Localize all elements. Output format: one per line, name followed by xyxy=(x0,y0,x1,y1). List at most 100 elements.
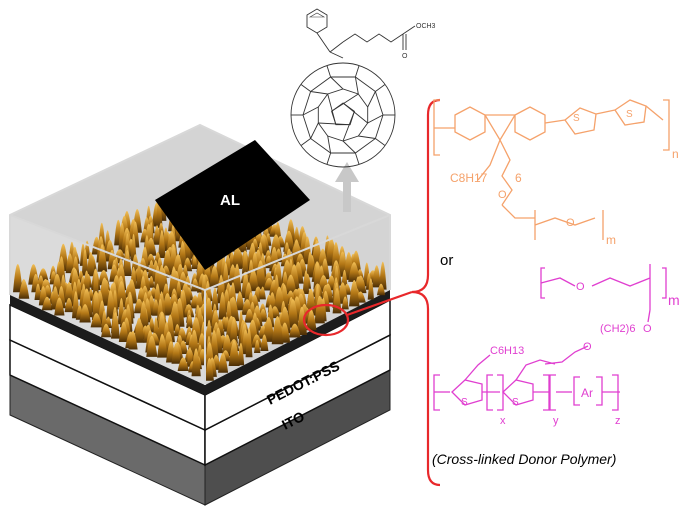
surface-spike xyxy=(145,253,156,266)
surface-spike xyxy=(158,230,166,258)
surface-spike xyxy=(13,263,23,293)
curly-bracket xyxy=(411,98,441,487)
surface-spike xyxy=(354,275,367,294)
surface-spike xyxy=(64,297,74,313)
surface-spike xyxy=(136,261,143,289)
surface-spike xyxy=(91,292,101,320)
surface-spike xyxy=(254,339,261,353)
surface-spike xyxy=(148,276,155,288)
svg-text:O: O xyxy=(498,189,507,201)
svg-text:S: S xyxy=(573,113,580,124)
callout-line xyxy=(346,290,413,317)
surface-spike xyxy=(259,286,266,300)
magenta-alkyl: C6H13 xyxy=(490,345,524,357)
magenta-x: x xyxy=(500,415,506,427)
surface-spike xyxy=(288,323,301,338)
surface-spike xyxy=(209,265,220,288)
magenta-o-2: O xyxy=(643,323,652,335)
surface-spike xyxy=(155,198,163,228)
surface-spike xyxy=(285,274,297,295)
surface-spike xyxy=(134,317,145,343)
surface-spike xyxy=(153,225,161,245)
surface-spike xyxy=(79,304,91,323)
surface-spike xyxy=(92,270,99,298)
magenta-m-label: m xyxy=(668,292,680,308)
fluorene-ring-right xyxy=(514,106,546,141)
fullerene-bond xyxy=(310,122,319,139)
surface-spike xyxy=(157,334,168,358)
fullerene-bond xyxy=(326,152,332,165)
fullerene-bond xyxy=(300,138,311,146)
fullerene-bond xyxy=(375,138,386,146)
fullerene-bond xyxy=(358,135,376,139)
surface-spike xyxy=(128,330,138,350)
surface-spike xyxy=(313,263,322,290)
surface-spike xyxy=(271,316,284,345)
svg-text:O: O xyxy=(566,217,575,229)
surface-spike xyxy=(287,298,299,328)
fullerene-bond xyxy=(331,93,359,112)
orange-polymer xyxy=(433,99,670,240)
magenta-spacer: (CH2)6 xyxy=(600,323,635,335)
fullerene-bond xyxy=(342,102,368,124)
surface-spike xyxy=(90,313,103,328)
surface-spike xyxy=(205,357,214,381)
fullerene-bond xyxy=(354,152,360,165)
surface-spike xyxy=(106,290,116,319)
fullerene-cage xyxy=(290,62,396,168)
up-arrow xyxy=(335,162,359,212)
surface-spike xyxy=(235,292,245,311)
surface-spike xyxy=(175,280,182,300)
surface-spike xyxy=(146,335,158,357)
thiophene-1 xyxy=(564,107,597,135)
fullerene-bond xyxy=(327,135,332,154)
surface-spike xyxy=(34,283,42,300)
magenta-z: z xyxy=(615,415,621,427)
al-label: AL xyxy=(220,192,240,209)
fullerene-bond xyxy=(327,93,337,125)
surface-spike xyxy=(205,319,213,349)
svg-text:O: O xyxy=(402,53,408,60)
or-separator: or xyxy=(440,252,453,269)
highlight-circle xyxy=(302,303,350,337)
surface-spike xyxy=(254,260,267,290)
active-layer-front xyxy=(10,295,205,395)
fullerene-bond xyxy=(354,76,359,95)
orange-hexyl-index: 6 xyxy=(515,171,522,185)
surface-spike xyxy=(101,323,112,338)
magenta-polymer-labels: O m (CH2)6 O O C6H13 S S Ar x y z xyxy=(461,281,680,427)
surface-spike xyxy=(41,296,53,311)
magenta-s-1: S xyxy=(461,397,468,408)
surface-spike xyxy=(367,278,374,300)
magenta-s-2: S xyxy=(512,397,519,408)
surface-spike xyxy=(231,245,243,269)
surface-spike xyxy=(262,317,275,342)
surface-spike xyxy=(111,312,120,339)
surface-spike xyxy=(54,297,65,316)
fullerene-bond xyxy=(326,65,332,78)
surface-spike xyxy=(306,251,314,278)
surface-spike xyxy=(118,321,129,342)
ester-label: OCH3 xyxy=(416,23,436,30)
al-electrode: AL xyxy=(155,140,310,270)
magenta-ar: Ar xyxy=(581,386,593,400)
fullerene-bond xyxy=(342,140,356,154)
surface-spike xyxy=(306,310,317,331)
surface-spike xyxy=(229,318,238,344)
surface-spike xyxy=(86,251,95,277)
polymer-caption: (Cross-linked Donor Polymer) xyxy=(432,451,616,467)
surface-spike xyxy=(279,306,291,334)
surface-spike xyxy=(260,334,269,351)
fullerene-bond xyxy=(302,106,319,116)
orange-m-label: m xyxy=(606,233,616,247)
pcbm-molecule: OCH3 O xyxy=(290,8,436,168)
surface-spike xyxy=(241,251,249,276)
surface-spike xyxy=(171,342,181,364)
thiophene-2 xyxy=(614,99,647,126)
fullerene-bond xyxy=(342,111,355,142)
svg-text:S: S xyxy=(626,109,633,120)
fullerene-bond xyxy=(318,122,351,126)
fullerene-bond xyxy=(310,91,328,95)
surface-spike xyxy=(349,280,360,307)
